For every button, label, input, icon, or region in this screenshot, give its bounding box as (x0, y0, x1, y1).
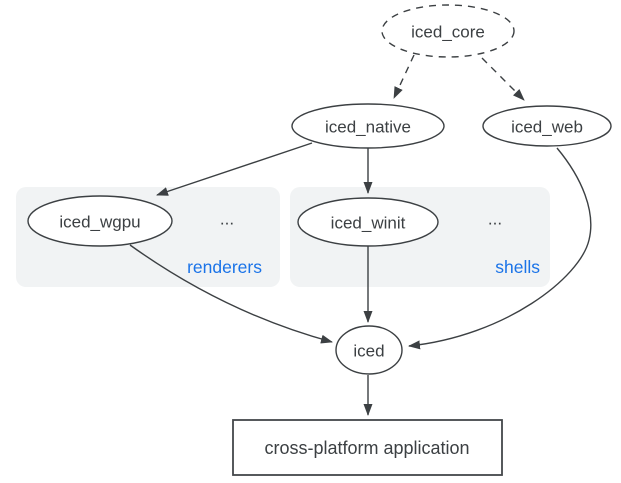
edge-iced-native-to-iced-wgpu (156, 142, 313, 196)
shells-ellipsis: ... (488, 210, 502, 229)
node-iced-web-label: iced_web (511, 118, 583, 137)
edge-iced-web-to-iced (408, 147, 592, 350)
node-iced-wgpu-ellipse (27, 195, 173, 247)
node-iced-label: iced (353, 342, 384, 361)
node-iced-winit-ellipse (297, 197, 439, 247)
shells-group-label: shells (495, 257, 540, 277)
node-application-rect (232, 419, 503, 476)
node-iced-native-ellipse (291, 103, 445, 149)
node-application-label: cross-platform application (264, 438, 469, 458)
node-iced-core-ellipse (381, 4, 515, 58)
node-iced-ellipse (335, 325, 403, 375)
node-iced-core-label: iced_core (411, 23, 485, 42)
node-iced-web-ellipse (482, 105, 612, 147)
edge-iced-core-to-iced-web (481, 57, 525, 101)
node-iced-winit-label: iced_winit (331, 214, 406, 233)
renderers-ellipsis: ... (220, 210, 234, 229)
edge-iced-core-to-iced-native (393, 54, 415, 99)
renderers-group-label: renderers (187, 257, 262, 277)
edge-iced-wgpu-to-iced (129, 244, 333, 344)
node-iced-wgpu-label: iced_wgpu (59, 213, 140, 232)
node-iced-native-label: iced_native (325, 118, 411, 137)
